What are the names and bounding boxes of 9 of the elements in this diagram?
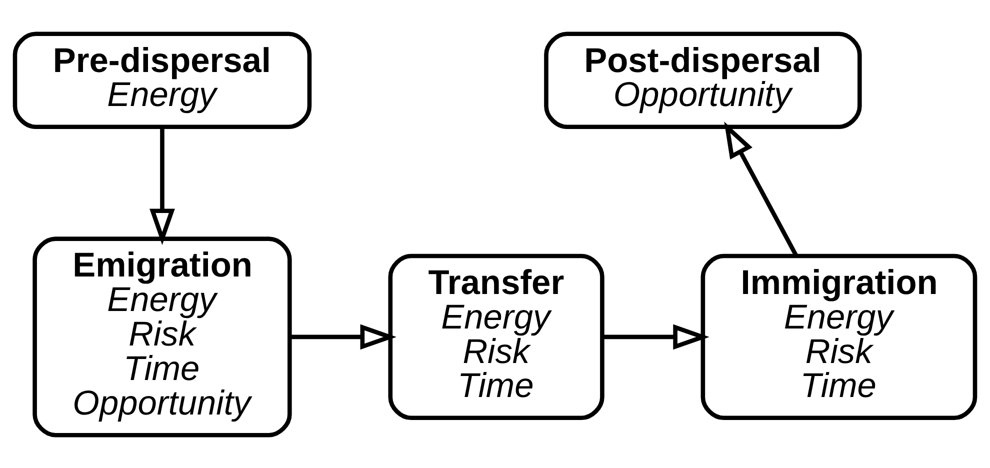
arrow [724,121,798,256]
arrow [290,324,396,350]
node-box: Emigration Energy Risk Time Opportunity [32,236,292,437]
node-box: Transfer Energy Risk Time [388,253,604,420]
arrow [602,324,710,350]
node-box: Immigration Energy Risk Time [700,253,978,420]
node-box: Pre-dispersal Energy [12,31,312,129]
node-box: Post-dispersal Opportunity [544,31,862,129]
arrow [150,126,175,244]
